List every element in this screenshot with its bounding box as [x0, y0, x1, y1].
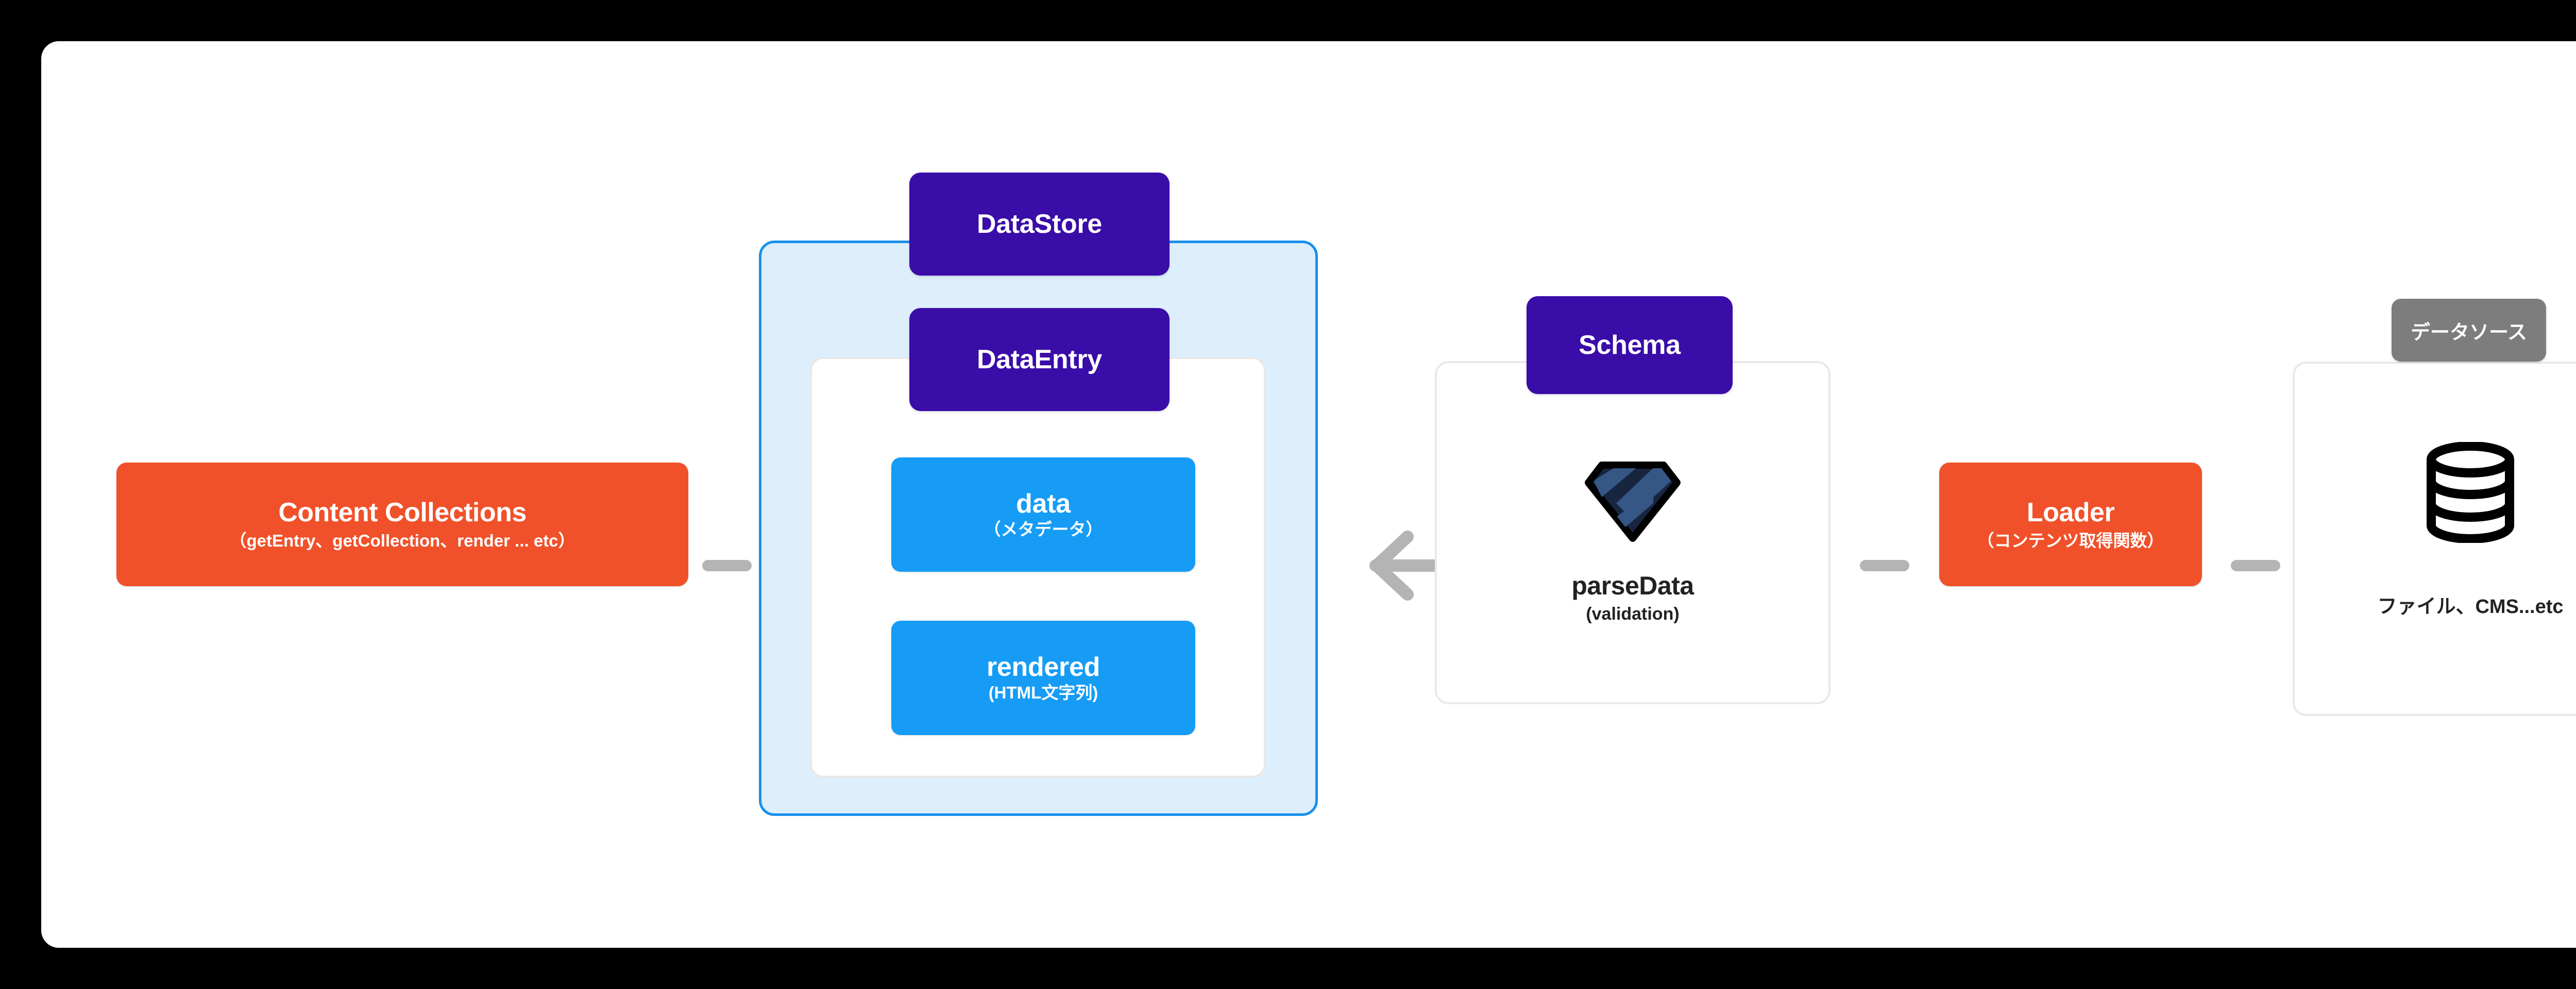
dataentry-badge[interactable]: DataEntry — [909, 308, 1170, 411]
schema-card: parseData (validation) — [1435, 361, 1831, 704]
schema-card-subtitle: (validation) — [1586, 604, 1680, 624]
connector-collections-to-datastore — [702, 560, 752, 571]
loader-subtitle: （コンテンツ取得関数） — [1977, 531, 2164, 550]
zod-shield-icon — [1581, 439, 1684, 542]
content-collections-box[interactable]: Content Collections （getEntry、getCollect… — [116, 463, 688, 586]
rendered-field-title: rendered — [986, 652, 1100, 682]
datasource-badge-label: データソース — [2410, 321, 2528, 344]
schema-card-title: parseData — [1571, 571, 1694, 600]
connector-schema-to-loader — [1860, 560, 1909, 571]
loader-box[interactable]: Loader （コンテンツ取得関数） — [1939, 463, 2202, 586]
data-field-title: data — [1016, 488, 1071, 519]
loader-title: Loader — [2026, 497, 2115, 527]
rendered-field-box[interactable]: rendered (HTML文字列) — [891, 621, 1195, 735]
database-icon — [2425, 442, 2516, 543]
data-field-box[interactable]: data （メタデータ） — [891, 457, 1195, 572]
datasource-badge[interactable]: データソース — [2392, 299, 2546, 362]
schema-badge[interactable]: Schema — [1527, 296, 1733, 394]
content-collections-title: Content Collections — [278, 497, 527, 527]
datastore-badge[interactable]: DataStore — [909, 173, 1170, 276]
content-collections-subtitle: （getEntry、getCollection、render ... etc） — [229, 531, 575, 550]
dataentry-badge-label: DataEntry — [977, 345, 1102, 374]
schema-badge-label: Schema — [1579, 330, 1681, 360]
datasource-card: ファイル、CMS...etc — [2293, 362, 2576, 716]
datasource-caption: ファイル、CMS...etc — [2377, 596, 2564, 618]
rendered-field-subtitle: (HTML文字列) — [988, 683, 1098, 702]
datastore-badge-label: DataStore — [977, 209, 1102, 239]
diagram-canvas: Content Collections （getEntry、getCollect… — [41, 41, 2576, 948]
connector-loader-to-datasource — [2231, 560, 2280, 571]
data-field-subtitle: （メタデータ） — [984, 519, 1103, 539]
